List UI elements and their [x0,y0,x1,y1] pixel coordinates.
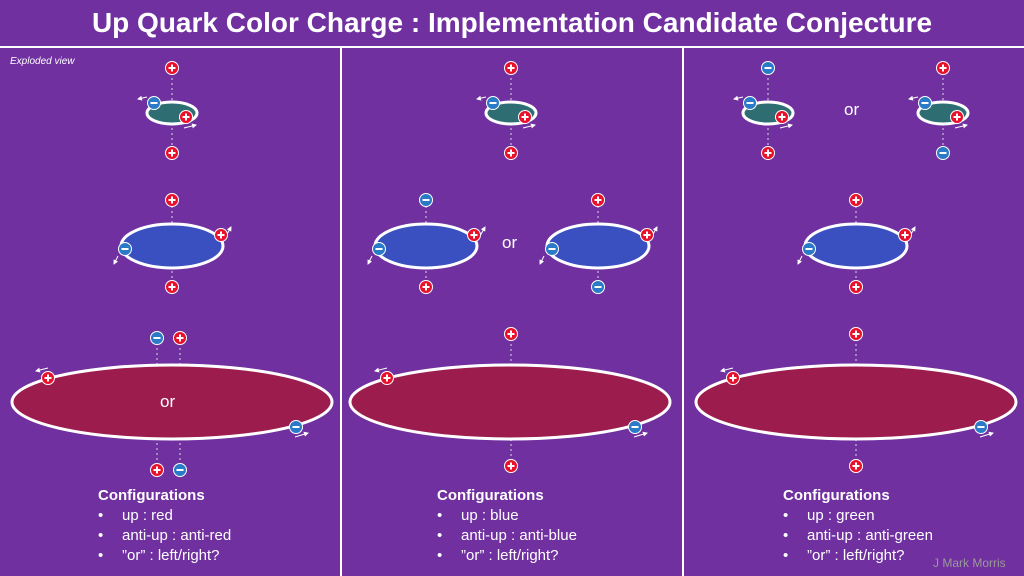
config-item: up : red [98,506,231,526]
negative-charge [372,242,386,256]
or-label: or [160,392,175,411]
charge-layer [41,61,988,477]
config-item: ”or” : left/right? [437,546,577,566]
positive-charge [849,459,863,473]
negative-charge [761,61,775,75]
positive-charge [518,110,532,124]
negative-charge [545,242,559,256]
positive-charge [173,331,187,345]
panel-divider [340,48,342,576]
positive-charge [165,61,179,75]
or-label: or [844,100,859,119]
positive-charge [849,280,863,294]
config-heading: Configurations [437,487,544,504]
author-credit: J Mark Morris [933,556,1006,570]
config-item: anti-up : anti-red [98,526,231,546]
config-block-green: Configurations up : green anti-up : anti… [783,486,933,566]
positive-charge [640,228,654,242]
config-heading: Configurations [98,487,205,504]
large-orbit [10,363,334,441]
positive-charge [950,110,964,124]
negative-charge [743,96,757,110]
negative-charge [628,420,642,434]
negative-charge [419,193,433,207]
positive-charge [214,228,228,242]
negative-charge [936,146,950,160]
negative-charge [918,96,932,110]
positive-charge [936,61,950,75]
config-item: up : blue [437,506,577,526]
negative-charge [802,242,816,256]
positive-charge [179,110,193,124]
config-heading: Configurations [783,487,890,504]
positive-charge [165,280,179,294]
title-underline [0,46,1024,48]
negative-charge [974,420,988,434]
config-block-blue: Configurations up : blue anti-up : anti-… [437,486,577,566]
positive-charge [41,371,55,385]
positive-charge [898,228,912,242]
positive-charge [591,193,605,207]
exploded-view-label: Exploded view [10,56,75,67]
negative-charge [289,420,303,434]
positive-charge [165,146,179,160]
config-item: anti-up : anti-green [783,526,933,546]
positive-charge [165,193,179,207]
config-item: up : green [783,506,933,526]
positive-charge [150,463,164,477]
positive-charge [775,110,789,124]
positive-charge [504,146,518,160]
positive-charge [504,327,518,341]
config-item: ”or” : left/right? [98,546,231,566]
config-item: ”or” : left/right? [783,546,933,566]
positive-charge [849,327,863,341]
positive-charge [467,228,481,242]
positive-charge [504,61,518,75]
config-item: anti-up : anti-blue [437,526,577,546]
or-label: or [502,233,517,252]
positive-charge [761,146,775,160]
page-title: Up Quark Color Charge : Implementation C… [91,7,933,38]
positive-charge [504,459,518,473]
negative-charge [118,242,132,256]
mid-orbit [119,222,225,270]
negative-charge [591,280,605,294]
panel-green-diagram: or [694,68,1018,466]
negative-charge [173,463,187,477]
config-block-red: Configurations up : red anti-up : anti-r… [98,486,231,566]
positive-charge [726,371,740,385]
negative-charge [486,96,500,110]
panel-red-diagram: or [10,68,334,470]
positive-charge [380,371,394,385]
panel-blue-diagram: or [348,68,672,466]
panel-divider [682,48,684,576]
positive-charge [849,193,863,207]
negative-charge [150,331,164,345]
negative-charge [147,96,161,110]
positive-charge [419,280,433,294]
